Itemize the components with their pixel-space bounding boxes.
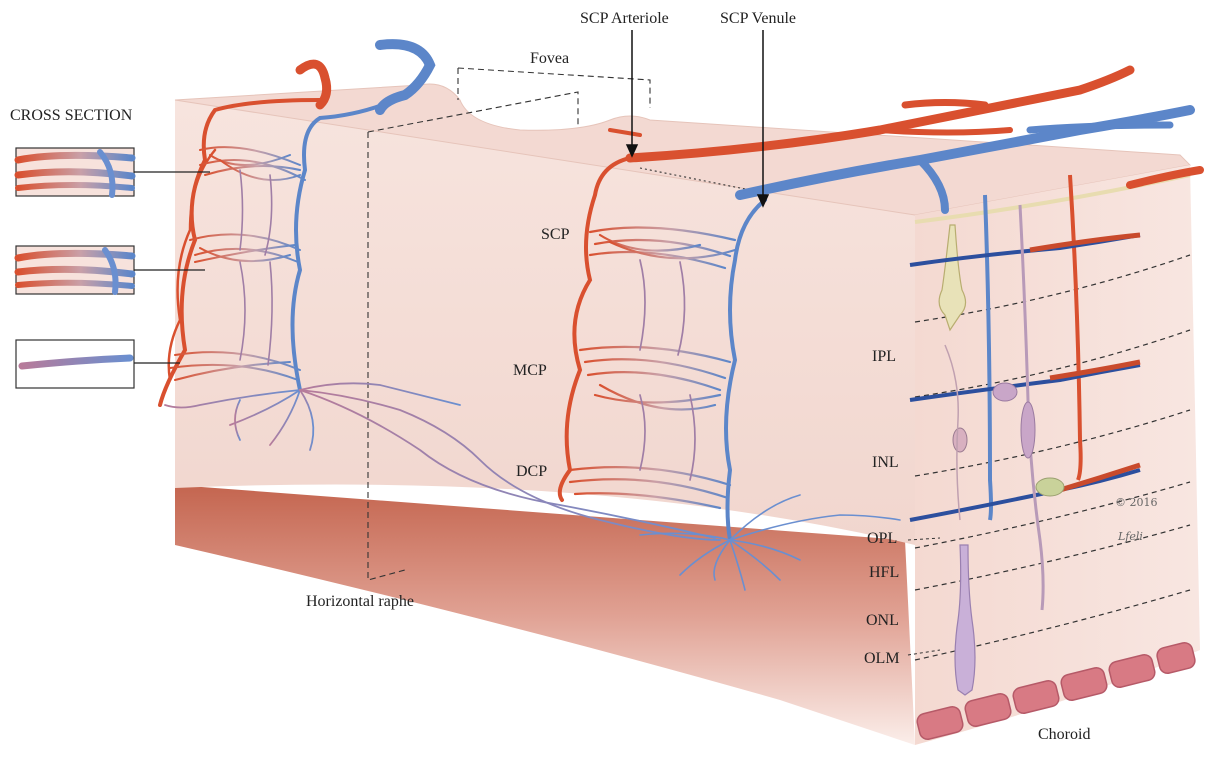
scp-label: SCP bbox=[541, 226, 570, 243]
olm-label: OLM bbox=[864, 650, 900, 667]
choroid-label: Choroid bbox=[1038, 726, 1090, 743]
tissue-base-band bbox=[175, 485, 915, 745]
mcp-label: MCP bbox=[513, 362, 547, 379]
inl-label: INL bbox=[872, 454, 899, 471]
tissue-block bbox=[175, 84, 1200, 745]
dcp-label: DCP bbox=[516, 463, 547, 480]
opl-label: OPL bbox=[867, 530, 897, 547]
cross-section-label: CROSS SECTION bbox=[10, 107, 133, 124]
artist-signature: Lfeli bbox=[1117, 530, 1143, 543]
horizontal-raphe-label: Horizontal raphe bbox=[306, 593, 414, 610]
scp-arteriole-label: SCP Arteriole bbox=[580, 10, 669, 27]
ipl-label: IPL bbox=[872, 348, 896, 365]
hfl-label: HFL bbox=[869, 564, 899, 581]
copyright-year: © 2016 bbox=[1115, 496, 1158, 509]
fovea-label: Fovea bbox=[530, 50, 569, 67]
onl-label: ONL bbox=[866, 612, 899, 629]
scp-venule-label: SCP Venule bbox=[720, 10, 796, 27]
